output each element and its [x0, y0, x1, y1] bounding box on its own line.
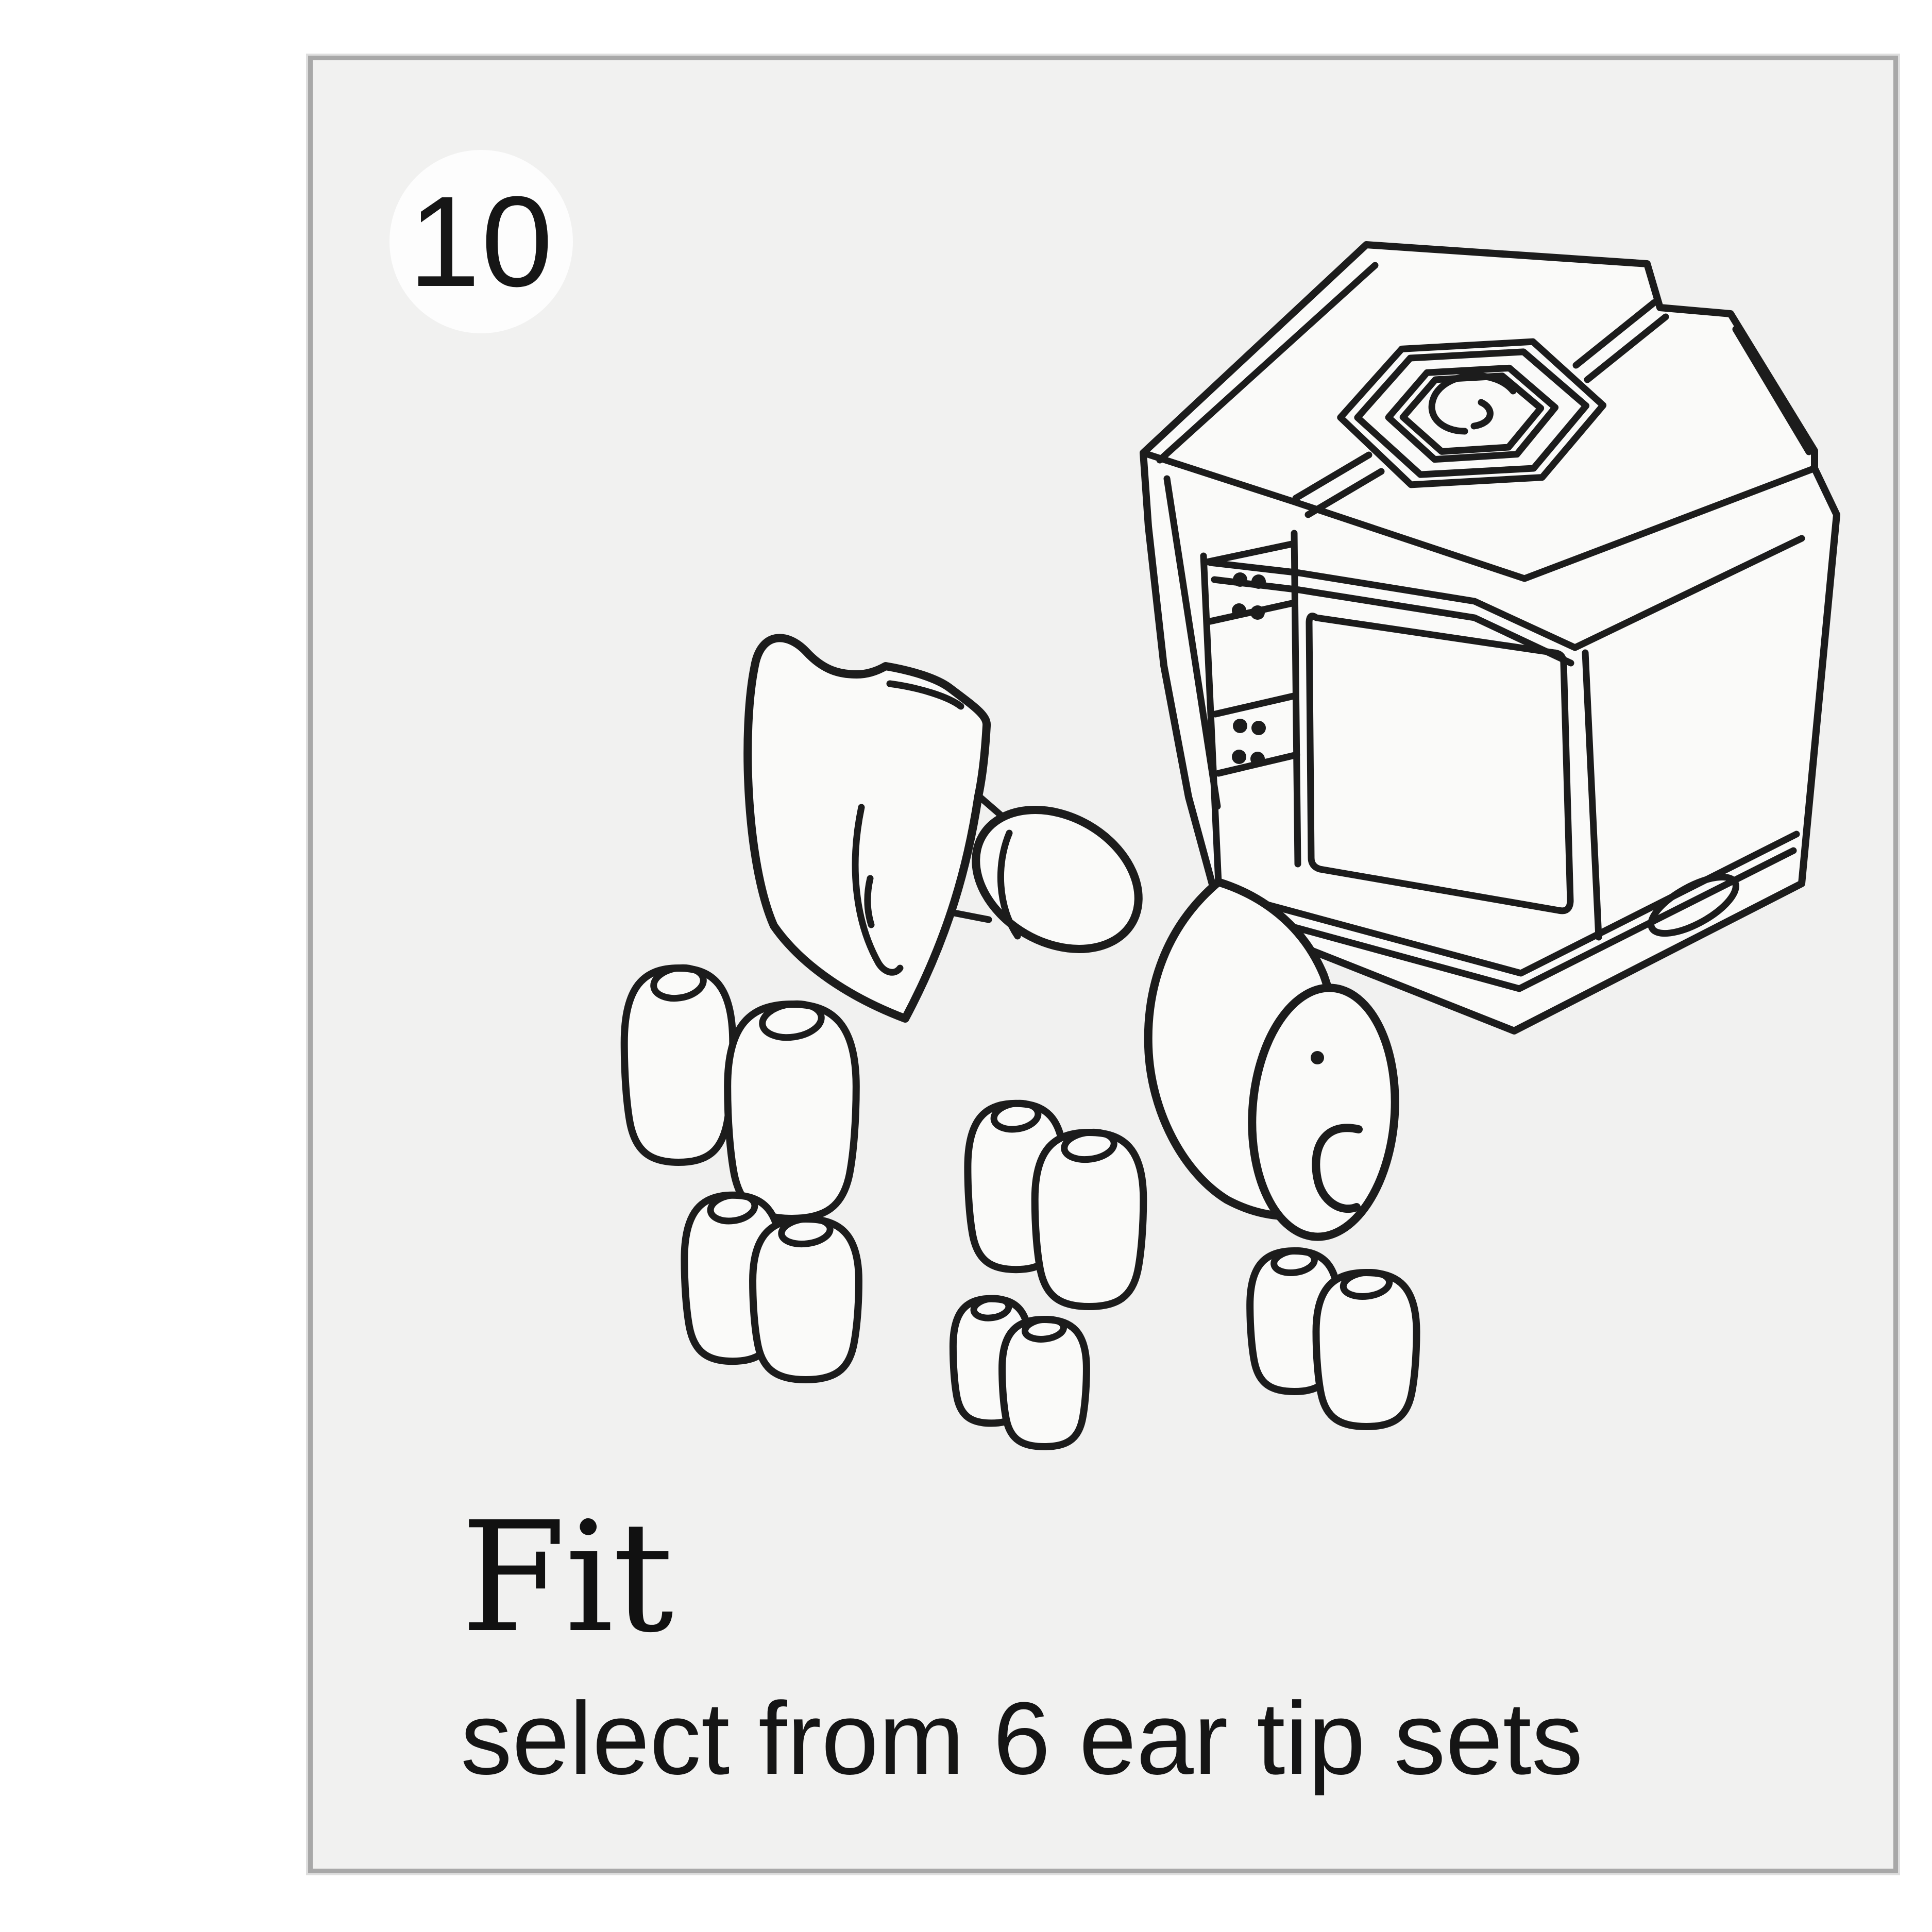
case-lid-ridge-sw2 [1304, 468, 1385, 518]
left-earbud-icon [743, 634, 1143, 1023]
right-earbud-face [1248, 984, 1399, 1241]
step-number: 10 [408, 170, 554, 313]
right-earbud-grille-mark [1312, 1124, 1363, 1213]
case-lid-ridge-sw [1292, 451, 1372, 502]
left-earbud-wing [743, 634, 991, 1023]
ear-tip-pair-1 [624, 964, 856, 1218]
ear-tip-icon [624, 964, 733, 1162]
case-hinge [1200, 530, 1301, 909]
charging-case-icon [1140, 241, 1840, 1035]
case-front-corner [1582, 649, 1602, 941]
case-left-corner-edge [1163, 475, 1221, 810]
page-subtitle: select from 6 ear tip sets [461, 1681, 1583, 1796]
case-lid-ridge-ne [1572, 299, 1658, 369]
ear-tip-pair-5 [1250, 1248, 1416, 1427]
case-port-slot [1648, 873, 1739, 937]
ear-tip-icon [1316, 1269, 1417, 1427]
page-title: Fit [461, 1489, 674, 1666]
left-ear-tip-crease [997, 829, 1021, 940]
left-earbud-top-crease [886, 680, 964, 710]
left-ear-tip [972, 806, 1143, 953]
case-lid-ridge-ne2 [1584, 313, 1669, 383]
case-lid-inner-edge [1156, 262, 1379, 464]
ear-tip-icon [1002, 1317, 1087, 1447]
ear-tip-pair-4 [953, 1296, 1087, 1447]
case-back-block-edge [1732, 326, 1812, 455]
right-earbud-icon [1144, 878, 1399, 1241]
earbuds-illustration [313, 241, 1840, 1869]
right-earbud-mic-dot [1311, 1051, 1324, 1064]
case-body [1140, 241, 1840, 1035]
left-earbud-concha-line [852, 804, 904, 976]
case-base-seam-inner [1236, 847, 1797, 992]
instruction-card: 10 Fit select from 6 ear tip sets [308, 56, 1898, 1873]
ear-tip-icon [753, 1216, 859, 1380]
ear-tip-pair-3 [968, 1100, 1143, 1307]
case-front-window [1306, 613, 1574, 914]
case-lid-seam [1207, 535, 1805, 651]
case-emblem-swirl-icon [1337, 338, 1607, 488]
ear-tip-icon [1035, 1129, 1144, 1307]
case-emblem-spiral-inner [1470, 399, 1494, 430]
left-earbud-concha-tick [864, 875, 875, 928]
ear-tip-icon [727, 1000, 856, 1218]
left-earbud-stem-bottom [951, 909, 992, 923]
ear-tip-pair-2 [684, 1192, 859, 1380]
case-lid-edge [1140, 449, 1818, 582]
step-number-badge: 10 [389, 150, 573, 333]
case-emblem-spiral [1428, 372, 1517, 435]
